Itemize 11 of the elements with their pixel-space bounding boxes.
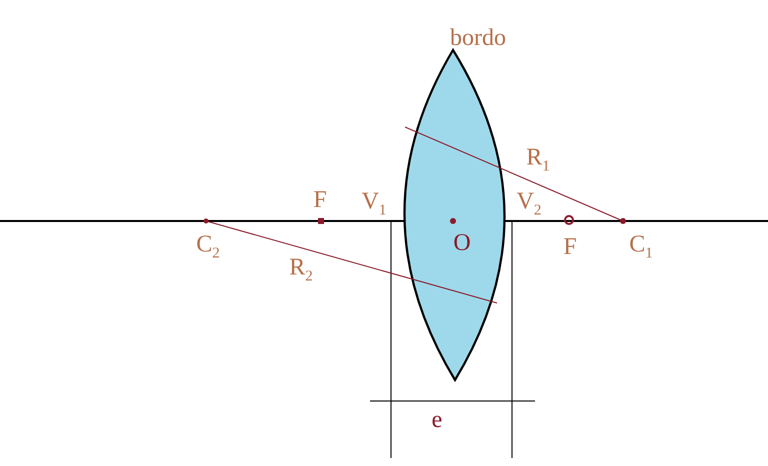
thickness-label: e	[432, 408, 442, 432]
vertex-label: V$_{2}$	[516, 190, 542, 218]
text-label: bordo	[450, 26, 506, 50]
radius-label: R$_{1}$	[526, 146, 550, 174]
center-label: C$_{2}$	[196, 232, 220, 262]
radius-label: R$_{2}$	[289, 256, 313, 284]
center-label: C$_{1}$	[629, 232, 653, 262]
focus-label: F	[563, 235, 577, 259]
center-label: O	[453, 231, 471, 255]
focus-label: F	[313, 188, 327, 212]
vertex-label: V$_{1}$	[362, 190, 386, 218]
